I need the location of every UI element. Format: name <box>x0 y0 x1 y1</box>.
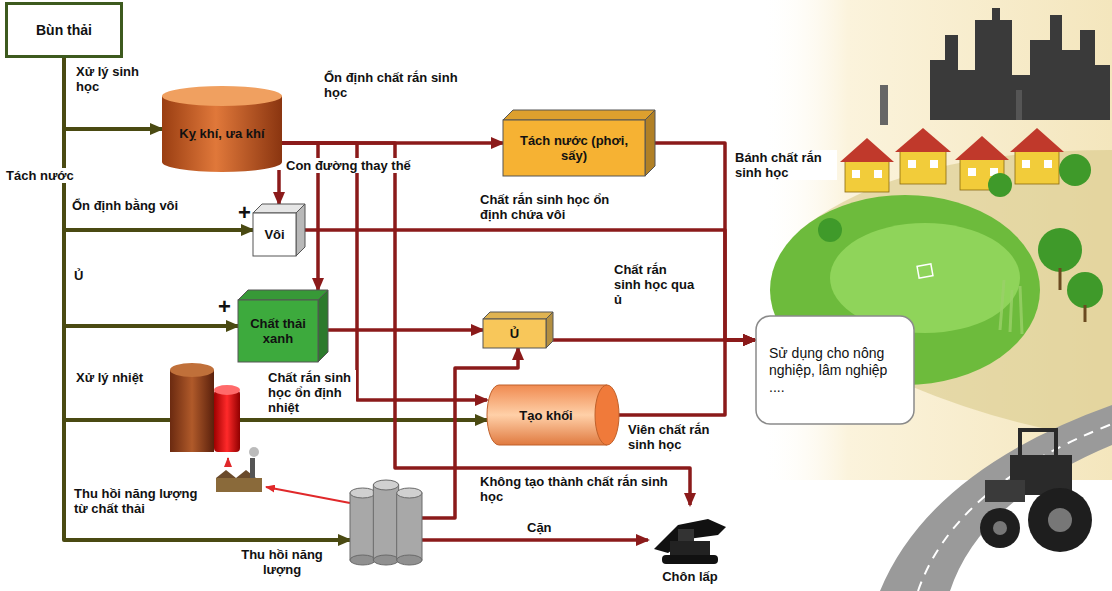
drum-cylinder: Tạo khối <box>487 385 619 445</box>
reactor-cylinder: Kỵ khí, ưa khí <box>162 86 282 172</box>
flow-arrow <box>328 328 483 332</box>
landfill-icon: Chôn lấp <box>648 505 732 587</box>
edge-label: Con đường thay thế <box>284 158 413 173</box>
factory-icon <box>216 447 350 503</box>
node-text: Tách nước (phơi, sấy) <box>508 133 640 163</box>
energy-recovery-tanks: Thu hồi năng lượng <box>350 485 420 565</box>
thermal-tanks <box>170 363 240 452</box>
note-label: Tách nước <box>4 168 76 183</box>
edge-label: Xử lý nhiệt <box>74 370 145 385</box>
plus-sign: + <box>216 296 233 318</box>
node-text: Thu hồi năng lượng <box>225 547 339 577</box>
node-text: Sử dụng cho nông nghiệp, lâm nghiệp .... <box>769 345 901 396</box>
plus-sign: + <box>236 202 253 224</box>
edge-label: Chất rắn sinh học qua ủ <box>612 262 698 307</box>
edge-label: Ủ <box>72 268 85 283</box>
process-box: Ủ <box>483 312 553 348</box>
node-text: Vôi <box>264 227 284 242</box>
flow-arrow <box>619 340 755 415</box>
node-text: Chất thải xanh <box>243 316 313 346</box>
edge-label: Cặn <box>525 520 554 535</box>
edge-label: Thu hồi năng lượng từ chất thải <box>72 486 216 516</box>
edge-label: Viên chất rắn sinh học <box>626 422 725 452</box>
note-label: Chất rắn sinh học ổn định nhiệt <box>266 370 356 415</box>
landscape <box>760 0 1112 591</box>
flow-arrow <box>64 58 487 420</box>
edge-label: Ổn định bằng vôi <box>70 198 180 213</box>
node-text: Kỵ khí, ưa khí <box>179 126 264 141</box>
node-text: Chôn lấp <box>662 569 718 584</box>
flow-arrow <box>277 170 281 204</box>
process-box: Chất thải xanh <box>238 290 328 362</box>
edge-label: Bánh chất rắn sinh học <box>733 150 837 180</box>
edge-label: Không tạo thành chất rắn sinh học <box>478 474 672 504</box>
flow-arrow <box>64 58 350 540</box>
node-text: Bùn thải <box>36 23 92 38</box>
callout-box: Sử dụng cho nông nghiệp, lâm nghiệp .... <box>755 315 915 425</box>
flow-arrow <box>420 538 648 542</box>
tractor <box>980 430 1092 552</box>
node-outline <box>350 485 420 565</box>
edge-label: Chất rắn sinh học ổn định chứa vôi <box>478 192 632 222</box>
edge-label: Xử lý sinh học <box>74 64 150 94</box>
flow-arrow <box>64 58 162 129</box>
node-text: Tạo khối <box>519 408 572 423</box>
edge-label: Ổn định chất rắn sinh học <box>322 70 461 100</box>
process-box: Vôi <box>253 204 305 256</box>
process-box: Bùn thải <box>5 2 123 58</box>
process-box: Tách nước (phơi, sấy) <box>503 110 655 176</box>
node-text: Ủ <box>510 326 519 341</box>
